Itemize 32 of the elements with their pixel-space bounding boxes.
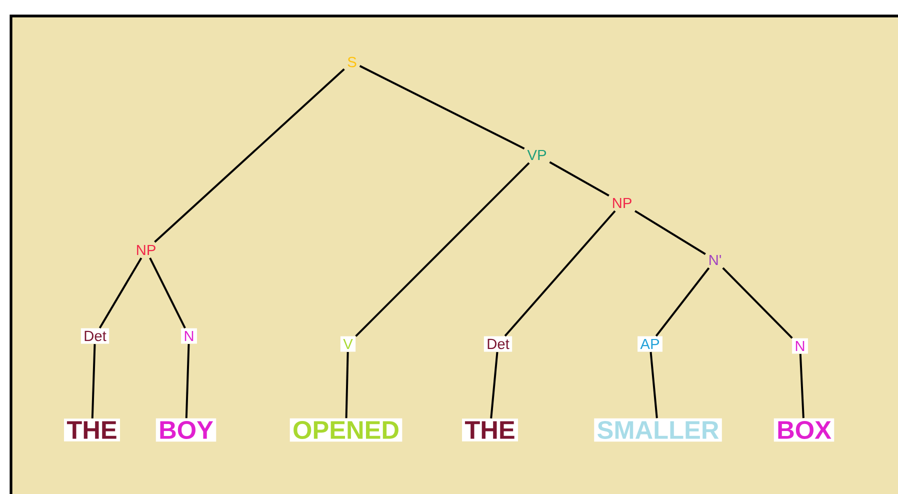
tree-branch [490,352,498,418]
category-label: AP [638,336,662,352]
tree-branch [149,258,186,328]
category-label: VP [527,150,546,160]
tree-branch [634,210,706,255]
category-label: Det [80,328,110,344]
tree-branch [154,68,345,243]
tree-branch [359,65,525,150]
word-label: OPENED [290,418,402,442]
word-label: BOY [156,418,216,442]
category-label: N [181,328,197,344]
category-label: NP [137,244,156,256]
category-label: N [792,338,808,354]
tree-branch [345,352,349,418]
tree-branch [722,267,793,339]
tree-branch [655,267,710,337]
tree-branch [355,162,530,337]
tree-branch [650,352,658,418]
tree-branch [98,257,142,328]
tree-branch [549,161,610,196]
category-label: N' [710,254,721,266]
word-label: THE [64,418,120,442]
category-label: NP [613,198,632,208]
category-label: Det [484,336,512,352]
tree-branch [91,344,96,418]
tree-branch [504,210,616,337]
tree-branch [185,344,190,418]
word-label: SMALLER [594,418,722,442]
word-label: BOX [774,418,834,442]
word-label: THE [462,418,518,442]
tree-branch [799,354,804,418]
category-label: S [348,56,356,68]
